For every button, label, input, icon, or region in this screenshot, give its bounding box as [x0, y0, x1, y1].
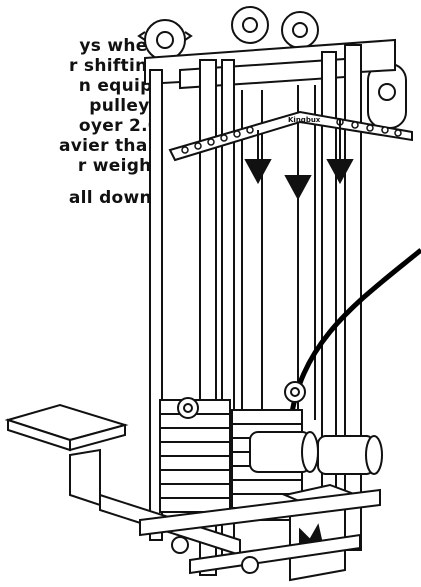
base-frame: [139, 488, 381, 575]
roller-pad-left: [249, 431, 319, 473]
top-pulley-left: [137, 19, 193, 61]
caption-line: ys when: [79, 36, 160, 56]
rear-top-pulley: [367, 63, 407, 129]
caption-text: ys when r shifting n equip- pulleys oyer…: [0, 36, 160, 208]
pulley-gear-left: [177, 397, 199, 419]
caption-line: all down!: [68, 188, 160, 208]
weight-stack-left: [159, 399, 231, 513]
roller-pad-right: [317, 435, 383, 475]
bar-brand: Kingbux: [288, 116, 321, 124]
top-pulley-right: [281, 11, 319, 49]
pulley-gear-right: [284, 381, 306, 403]
caption-line: avier than: [58, 136, 160, 156]
down-arrow-icon: [244, 130, 272, 185]
lat-pulldown-bar: Kingbux: [168, 110, 413, 162]
caption-line: r weight: [77, 156, 160, 176]
caption-line: pulleys: [89, 96, 160, 116]
caption-line: oyer 2.0: [78, 116, 160, 136]
down-arrow-icon: [326, 118, 354, 185]
top-pulley-middle: [231, 6, 269, 44]
caption-line: n equip-: [78, 76, 160, 96]
down-arrow-icon: [284, 125, 312, 201]
caption-line: r shifting: [69, 56, 160, 76]
